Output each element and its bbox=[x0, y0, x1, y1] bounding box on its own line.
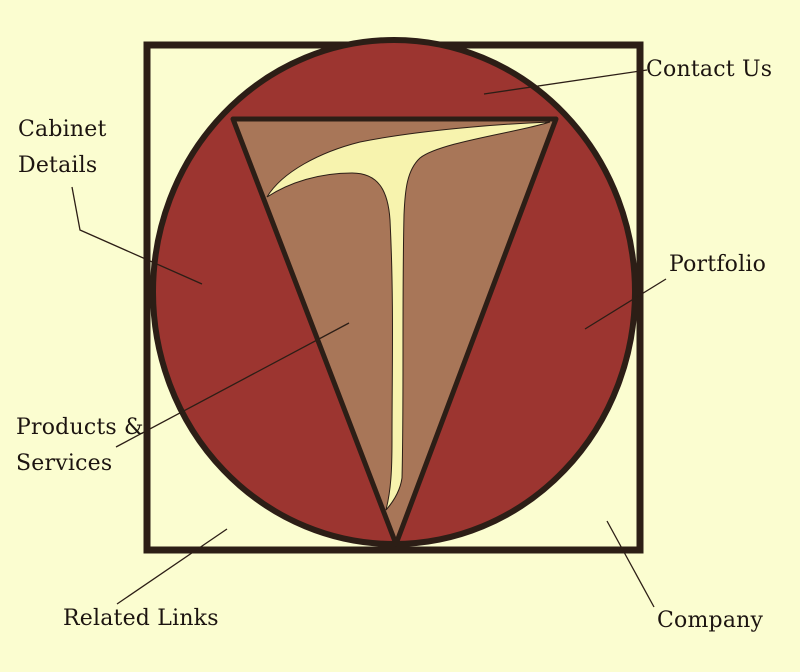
nav-link-contact-us[interactable]: Contact Us bbox=[646, 52, 772, 88]
nav-link-products-services-line1: Products & bbox=[16, 415, 144, 440]
nav-link-products-services-line2: Services bbox=[16, 451, 113, 476]
nav-link-related-links-text: Related Links bbox=[63, 606, 219, 631]
nav-link-cabinet-details-line1: Cabinet bbox=[18, 117, 107, 142]
leader-line-portfolio bbox=[584, 278, 667, 330]
nav-link-portfolio-text: Portfolio bbox=[669, 252, 767, 277]
nav-link-products-services[interactable]: Products & Services bbox=[16, 410, 144, 482]
leader-line-related bbox=[116, 528, 228, 605]
nav-link-company[interactable]: Company bbox=[657, 603, 763, 639]
stylized-letter-t-icon bbox=[266, 121, 551, 511]
nav-link-contact-us-text: Contact Us bbox=[646, 57, 773, 82]
nav-link-portfolio[interactable]: Portfolio bbox=[669, 247, 766, 283]
nav-link-company-text: Company bbox=[657, 608, 764, 633]
leader-line-contact bbox=[483, 69, 648, 95]
leader-line-cabinet bbox=[71, 186, 203, 285]
nav-link-cabinet-details[interactable]: Cabinet Details bbox=[18, 112, 107, 184]
leader-line-products bbox=[115, 322, 350, 448]
nav-link-cabinet-details-line2: Details bbox=[18, 153, 98, 178]
nav-link-related-links[interactable]: Related Links bbox=[63, 601, 219, 637]
leader-line-company bbox=[606, 520, 655, 608]
